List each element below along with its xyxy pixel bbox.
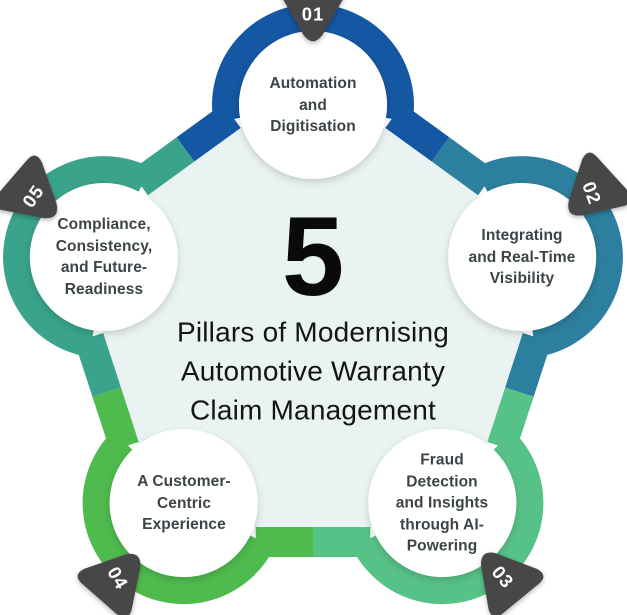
pillar-circle-04: [109, 429, 258, 577]
band-strip-04-05b: [74, 332, 121, 397]
band-strip-04-05a: [92, 387, 139, 452]
pillar-circle-03: [368, 429, 517, 577]
badge-shape-02: [568, 152, 627, 216]
pillar-circles: [29, 31, 597, 577]
badge-shape-04: [77, 553, 141, 615]
ring-arc-05: [3, 156, 152, 358]
band-strip-01-02b: [431, 137, 496, 196]
band-strip-02-03b: [487, 387, 534, 452]
ring-arc-02: [474, 156, 623, 358]
band-strip-05-01a: [130, 137, 195, 196]
band-strips: [74, 103, 552, 557]
pillar-circle-02: [448, 183, 597, 331]
badge-shape-01: [283, 0, 343, 42]
badge-shape-05: [0, 155, 58, 219]
pillar-circle-01: [239, 31, 387, 179]
band-strip-02-03a: [505, 332, 552, 397]
badge-number-01: 01: [302, 4, 325, 25]
ring-arcs: [3, 4, 623, 605]
band-strip-05-01b: [176, 103, 241, 162]
band-strip-01-02a: [385, 103, 450, 162]
badge-shape-03: [481, 552, 544, 615]
pentagon-interior: [75, 75, 551, 528]
pillar-circle-05: [29, 183, 178, 331]
